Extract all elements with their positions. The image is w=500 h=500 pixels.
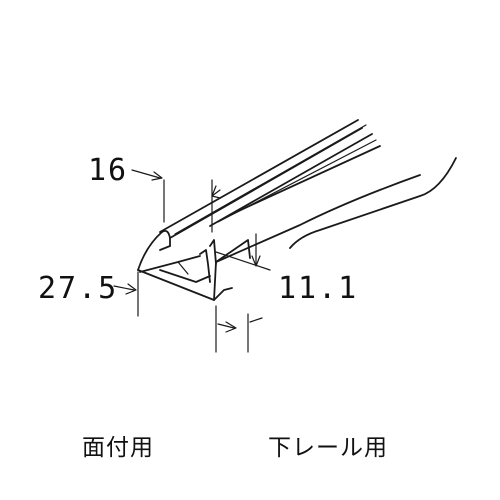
dimension-width-top: 16 (88, 153, 221, 233)
caption-mounting-type: 面付用 (82, 435, 154, 461)
dimension-height-total: 27.5 (38, 271, 139, 317)
dimension-label-11-1: 11.1 (278, 271, 358, 306)
rail-cross-section (137, 229, 251, 301)
dimension-height-lip: 11.1 (215, 233, 358, 353)
caption-rail-type: 下レール用 (268, 435, 388, 461)
dimension-label-27-5: 27.5 (38, 271, 118, 306)
rail-body (159, 119, 457, 263)
dimension-label-16: 16 (88, 153, 128, 188)
